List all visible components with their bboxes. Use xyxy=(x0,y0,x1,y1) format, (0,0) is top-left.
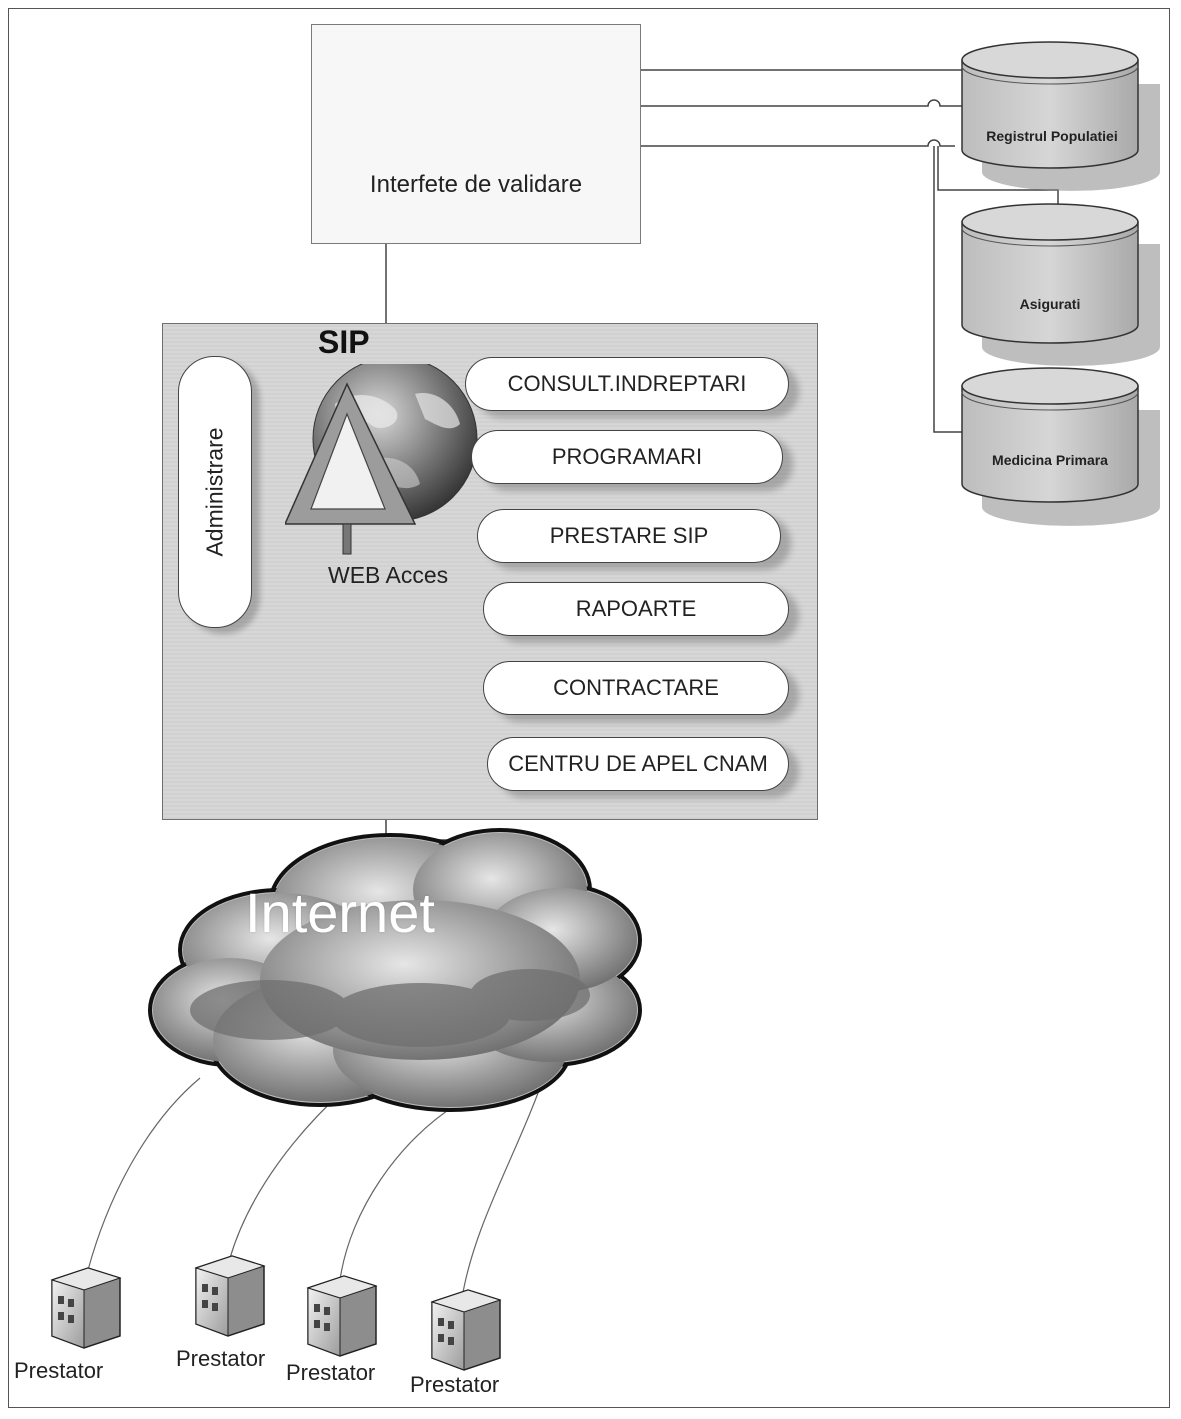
provider-label: Prestator xyxy=(286,1360,376,1385)
validation-label: Interfete de validare xyxy=(369,171,583,198)
validation-db-connectors xyxy=(641,69,1059,433)
provider-label: Prestator xyxy=(14,1358,104,1383)
web-access-label: WEB Acces xyxy=(328,562,449,588)
provider-label: Prestator xyxy=(410,1372,500,1397)
database-medicina-primara xyxy=(961,367,1160,526)
module-consult-indreptari[interactable]: CONSULT.INDREPTARI xyxy=(465,357,789,411)
provider-building-icon xyxy=(306,1275,378,1357)
db-label-asigurati: Asigurati xyxy=(1019,296,1081,312)
module-prestare-sip[interactable]: PRESTARE SIP xyxy=(477,509,781,563)
sip-system-box: SIP Administrare WEB Acces CONSULT.INDRE… xyxy=(162,323,818,820)
module-centru-de-apel-cnam[interactable]: CENTRU DE APEL CNAM xyxy=(487,737,789,791)
db-label-registrul: Registrul Populatiei xyxy=(986,128,1118,144)
web-access-icon xyxy=(285,364,478,555)
admin-module: Administrare xyxy=(178,356,252,628)
module-contractare[interactable]: CONTRACTARE xyxy=(483,661,789,715)
database-registrul xyxy=(961,41,1160,191)
sip-title: SIP xyxy=(318,324,370,360)
db-label-medicina-primara: Medicina Primara xyxy=(992,452,1108,468)
module-programari[interactable]: PROGRAMARI xyxy=(471,430,783,484)
internet-cloud-icon xyxy=(148,828,642,1112)
internet-label: Internet xyxy=(245,881,435,944)
validation-interfaces-box: Interfete de validare xyxy=(311,24,641,244)
database-asigurati xyxy=(961,203,1160,366)
provider-building-icon xyxy=(50,1267,122,1349)
diagram-frame xyxy=(8,8,1170,1408)
provider-building-icon xyxy=(430,1289,502,1371)
provider-building-icon xyxy=(194,1255,266,1337)
module-rapoarte[interactable]: RAPOARTE xyxy=(483,582,789,636)
admin-label: Administrare xyxy=(201,427,228,557)
provider-label: Prestator xyxy=(176,1346,266,1371)
